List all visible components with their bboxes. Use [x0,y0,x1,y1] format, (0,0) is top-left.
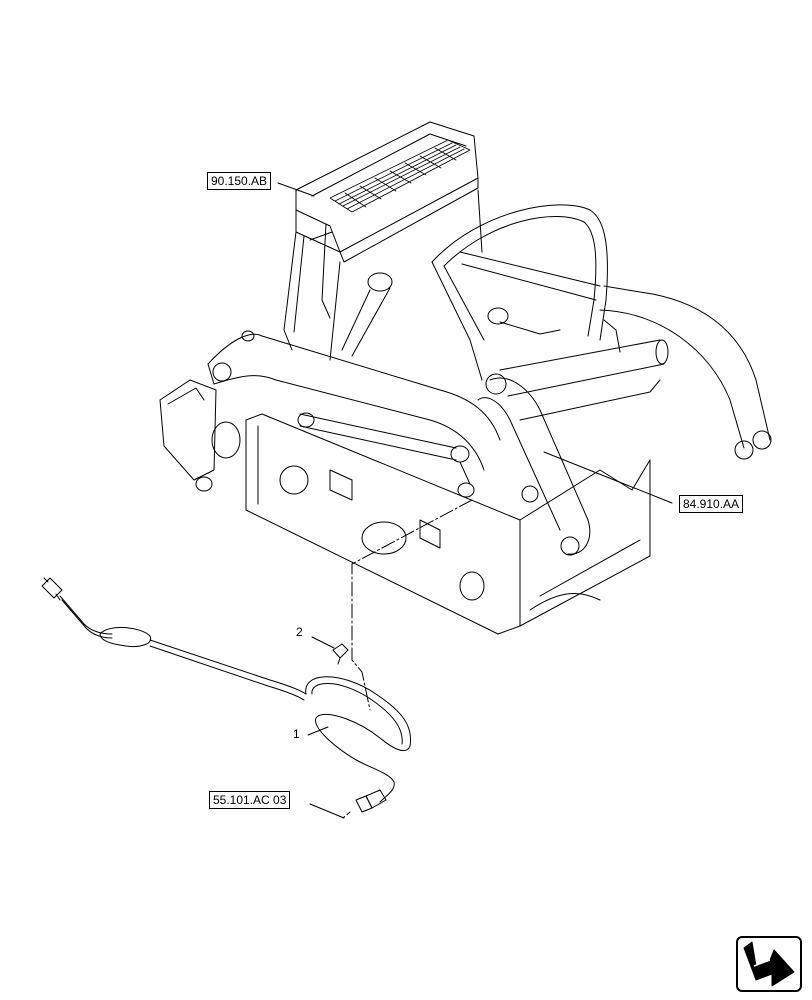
roof-vent-grille [329,139,471,213]
install-centerline [351,499,473,711]
next-page-arrow-icon [743,941,795,987]
callout-item-2: 2 [296,625,303,639]
lift-cylinders [297,412,475,498]
cab-frame [283,189,608,381]
reference-90-150-ab[interactable]: 90.150.AB [207,172,272,190]
chassis-frame [245,413,651,635]
next-page-button[interactable] [736,936,802,992]
reference-55-101-ac-03[interactable]: 55.101.AC 03 [209,791,291,809]
item-2-clip [311,636,349,665]
cross-tube [499,339,669,421]
left-lift-arm [159,330,501,492]
item-1-wire-harness [41,577,412,819]
reference-84-910-aa[interactable]: 84.910.AA [679,495,744,513]
right-lift-arm [477,285,772,556]
cab-roof [295,121,479,263]
reference-leaders [277,182,673,819]
callout-item-1: 1 [293,727,300,741]
